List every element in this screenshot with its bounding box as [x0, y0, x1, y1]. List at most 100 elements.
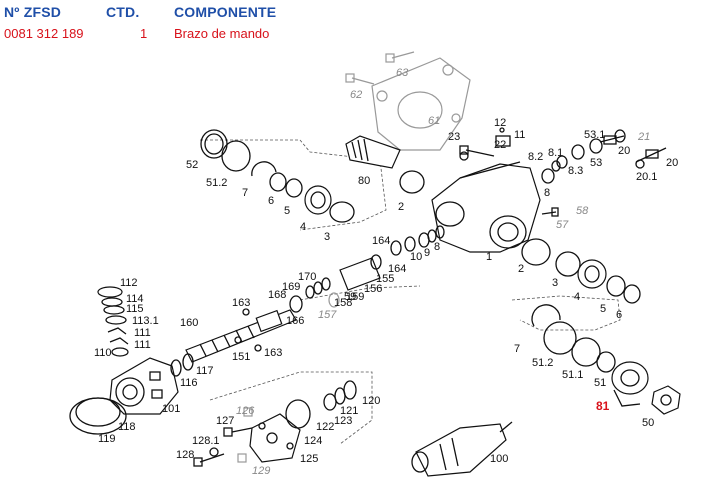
callout-129: 129 — [252, 465, 270, 477]
callout-111-a: 111 — [134, 327, 151, 339]
callout-10: 10 — [410, 251, 422, 263]
ring-117 — [182, 353, 194, 371]
ring-169 — [313, 281, 323, 295]
bracket-61 — [371, 57, 471, 151]
callout-168: 168 — [268, 289, 286, 301]
callout-21: 21 — [637, 131, 650, 143]
callout-58: 58 — [576, 205, 589, 217]
seal-3-upper — [329, 201, 355, 223]
seal-3-lower — [555, 251, 581, 277]
nut-53 — [589, 138, 603, 154]
assembly-100 — [411, 421, 513, 477]
header-component: COMPONENTE — [174, 4, 277, 20]
bolt-62 — [345, 73, 375, 85]
ring-115 — [103, 305, 125, 315]
header-part-number: Nº ZFSD — [4, 4, 62, 20]
callout-163-upper: 163 — [232, 297, 250, 309]
ring-51 — [596, 351, 616, 373]
o-ring-2-upper — [399, 170, 425, 194]
nut-8-top — [541, 168, 555, 184]
ball-151 — [234, 336, 242, 344]
callout-116: 116 — [180, 377, 198, 389]
washer-128-1 — [209, 447, 219, 457]
callout-23: 23 — [448, 131, 460, 143]
callout-51-1: 51.1 — [562, 369, 583, 381]
callout-2-lower: 2 — [518, 263, 524, 275]
callout-8-3: 8.3 — [568, 165, 583, 177]
ring-122 — [285, 399, 311, 429]
housing-1 — [431, 161, 541, 253]
callout-124: 124 — [304, 435, 322, 447]
bleed-screw-57 — [541, 207, 559, 217]
screw-22 — [459, 145, 495, 157]
callout-170: 170 — [298, 271, 316, 283]
ring-155 — [370, 254, 382, 270]
plate-11 — [495, 135, 511, 147]
callout-3-upper: 3 — [324, 231, 330, 243]
callout-164-lower: 164 — [388, 263, 406, 275]
callout-159: 159 — [346, 291, 364, 303]
callout-6-upper: 6 — [268, 195, 274, 207]
ring-118 — [75, 397, 121, 427]
callout-5-upper: 5 — [284, 205, 290, 217]
washer-8-1 — [556, 155, 568, 169]
callout-53: 53 — [590, 157, 602, 169]
callout-118: 118 — [118, 421, 136, 433]
callout-111-b: 111 — [134, 339, 151, 351]
callout-81[interactable]: 81 — [596, 399, 610, 413]
seal-52-inner — [204, 133, 224, 155]
bearing-4-lower — [577, 259, 607, 289]
circlip-7-upper — [251, 161, 277, 177]
callout-62: 62 — [350, 89, 362, 101]
callout-50: 50 — [642, 417, 654, 429]
callout-101: 101 — [162, 403, 180, 415]
row-quantity: 1 — [140, 26, 148, 41]
callout-166: 166 — [286, 315, 304, 327]
callout-8-2: 8.2 — [528, 151, 543, 163]
callout-11: 11 — [514, 129, 525, 141]
circlip-7-lower — [531, 304, 561, 327]
callout-100: 100 — [490, 453, 508, 465]
callout-20-lower: 20 — [666, 157, 678, 169]
ring-166 — [289, 295, 303, 313]
ring-114 — [101, 297, 123, 307]
ring-51-1 — [571, 337, 601, 367]
callout-126: 126 — [236, 405, 255, 417]
bearing-4-lower-inner — [584, 265, 600, 283]
washer-5-upper — [285, 178, 303, 198]
ball-163-lower — [254, 344, 262, 352]
callout-20-upper: 20 — [618, 145, 630, 157]
cover-124 — [249, 413, 301, 463]
seal-20-1 — [635, 159, 645, 169]
piston-159 — [339, 257, 381, 291]
callout-155: 155 — [376, 273, 394, 285]
ring-51-2-lower — [543, 321, 577, 355]
ring-157 — [328, 292, 340, 308]
nut-50 — [651, 385, 681, 415]
row-component[interactable]: Brazo de mando — [174, 26, 270, 41]
pitman-arm-81[interactable] — [611, 361, 649, 407]
callout-7-lower: 7 — [514, 343, 520, 355]
callout-8-top: 8 — [544, 187, 550, 199]
callout-114: 114 — [126, 293, 144, 305]
callout-112: 112 — [120, 277, 138, 289]
callout-158: 158 — [334, 297, 352, 309]
washer-8-2 — [551, 160, 561, 172]
washer-5-lower — [606, 275, 626, 297]
cap-112 — [97, 286, 123, 298]
ring-170 — [321, 277, 331, 291]
valve-20-upper — [599, 135, 625, 145]
screw-129 — [237, 453, 247, 463]
row-part-number[interactable]: 0081 312 189 — [4, 26, 84, 41]
ring-113-1 — [105, 315, 127, 325]
callout-8-1: 8.1 — [548, 147, 563, 159]
callout-157: 157 — [318, 309, 337, 321]
ring-164-a — [390, 240, 402, 256]
ring-123 — [323, 393, 337, 411]
screw-128 — [193, 453, 225, 467]
ring-8-center — [435, 225, 445, 239]
callout-123: 123 — [334, 415, 352, 427]
callout-80: 80 — [358, 175, 370, 187]
o-ring-2-lower — [521, 238, 551, 266]
header-quantity: CTD. — [106, 4, 140, 20]
